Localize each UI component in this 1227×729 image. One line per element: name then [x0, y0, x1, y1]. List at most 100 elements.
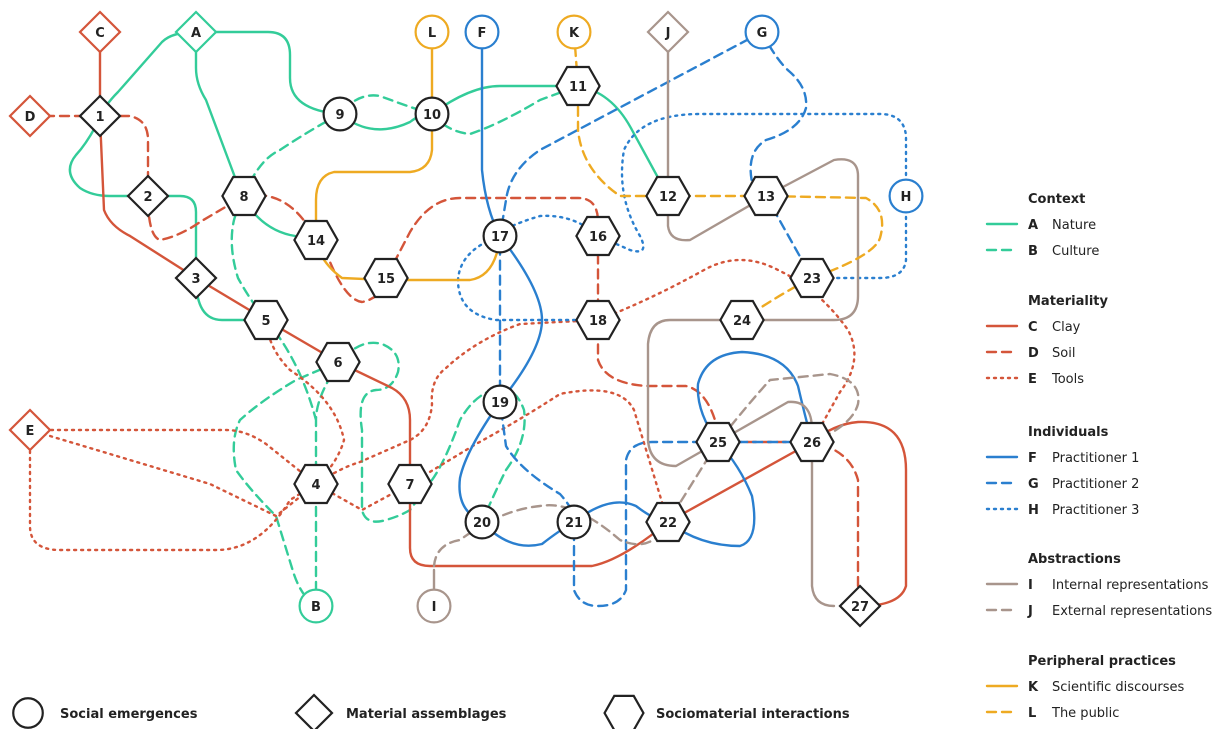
terminal-label: I	[432, 600, 437, 615]
node-26: 26	[789, 421, 835, 463]
node-hexagon-shape	[645, 501, 691, 543]
legend-item-k: K Scientific discourses	[985, 680, 1185, 695]
node-17: 17	[482, 218, 518, 254]
node-22: 22	[645, 501, 691, 543]
node-label: 9	[335, 108, 344, 123]
node-hexagon-shape	[555, 65, 601, 107]
terminal-b: B	[298, 588, 334, 624]
terminal-l: L	[414, 14, 450, 50]
node-hexagon-shape	[789, 421, 835, 463]
node-label: 3	[191, 272, 200, 287]
shape-key-label: Material assemblages	[346, 707, 507, 722]
node-hexagon-shape	[695, 421, 741, 463]
node-hexagon-shape	[645, 175, 691, 217]
node-label: 14	[307, 234, 325, 249]
node-9: 9	[322, 96, 358, 132]
legend-name: Scientific discourses	[1052, 680, 1185, 695]
terminal-label: E	[26, 424, 35, 439]
legend-letter: J	[1027, 604, 1033, 619]
node-11: 11	[555, 65, 601, 107]
node-circle-shape	[482, 218, 518, 254]
terminal-label: D	[25, 110, 36, 125]
terminal-diamond-shape	[174, 10, 218, 54]
node-8: 8	[221, 175, 267, 217]
node-4: 4	[293, 463, 339, 505]
shape-key-circle: Social emergences	[12, 697, 198, 729]
node-label: 2	[143, 190, 152, 205]
node-hexagon-shape	[719, 299, 765, 341]
node-label: 16	[589, 230, 607, 245]
legend-letter: H	[1028, 503, 1039, 518]
node-label: 4	[311, 478, 320, 493]
node-diamond-shape	[174, 256, 218, 300]
node-label: 21	[565, 516, 583, 531]
legend-letter: F	[1028, 451, 1037, 466]
legend-name: Practitioner 2	[1052, 477, 1139, 492]
shape-key-circle-icon	[12, 697, 44, 729]
node-hexagon-shape	[363, 257, 409, 299]
node-diamond-shape	[126, 174, 170, 218]
legend-group-title: Individuals	[1028, 425, 1109, 440]
node-12: 12	[645, 175, 691, 217]
node-label: 20	[473, 516, 491, 531]
terminal-label: A	[191, 26, 201, 41]
shape-key-diamond-icon	[294, 693, 334, 729]
edge-public	[572, 30, 884, 322]
node-hexagon-shape	[293, 219, 339, 261]
node-6: 6	[315, 341, 361, 383]
node-label: 11	[569, 80, 587, 95]
shape-key-hexagon: Sociomaterial interactions	[603, 694, 850, 729]
node-label: 6	[333, 356, 342, 371]
node-label: 22	[659, 516, 677, 531]
node-label: 7	[405, 478, 414, 493]
terminal-circle-shape	[414, 14, 450, 50]
node-3: 3	[174, 256, 218, 300]
edge-practitioner-3	[456, 112, 908, 322]
legend-name: Internal representations	[1052, 578, 1209, 593]
legend-group-title: Peripheral practices	[1028, 654, 1176, 669]
node-label: 18	[589, 314, 607, 329]
node-hexagon-shape	[293, 463, 339, 505]
edge-culture	[230, 84, 580, 608]
node-hexagon-shape	[387, 463, 433, 505]
legend-group-title: Materiality	[1028, 294, 1109, 309]
node-hexagon-shape	[789, 257, 835, 299]
terminal-label: K	[569, 26, 580, 41]
shape-key-label: Social emergences	[60, 707, 198, 722]
terminal-label: B	[311, 600, 321, 615]
node-label: 25	[709, 436, 727, 451]
terminal-circle-shape	[464, 14, 500, 50]
node-label: 5	[261, 314, 270, 329]
terminal-diamond-shape	[8, 94, 52, 138]
node-13: 13	[743, 175, 789, 217]
node-label: 15	[377, 272, 395, 287]
node-circle-shape	[322, 96, 358, 132]
shape-key-label: Sociomaterial interactions	[656, 707, 850, 722]
terminal-diamond-shape	[8, 408, 52, 452]
node-5: 5	[243, 299, 289, 341]
terminal-circle-shape	[744, 14, 780, 50]
terminal-d: D	[8, 94, 52, 138]
legend-letter: E	[1028, 372, 1037, 387]
node-label: 23	[803, 272, 821, 287]
edge-practitioner-1	[458, 30, 814, 548]
terminal-label: L	[428, 26, 436, 41]
edge-tools	[28, 258, 856, 552]
node-circle-shape	[464, 504, 500, 540]
node-diamond-shape	[838, 584, 882, 628]
legend-letter: L	[1028, 706, 1036, 721]
edge-scientific	[314, 30, 502, 282]
node-label: 13	[757, 190, 775, 205]
legend-name: Culture	[1052, 244, 1099, 259]
terminal-label: F	[478, 26, 487, 41]
node-label: 8	[239, 190, 248, 205]
legend-letter: K	[1028, 680, 1039, 695]
